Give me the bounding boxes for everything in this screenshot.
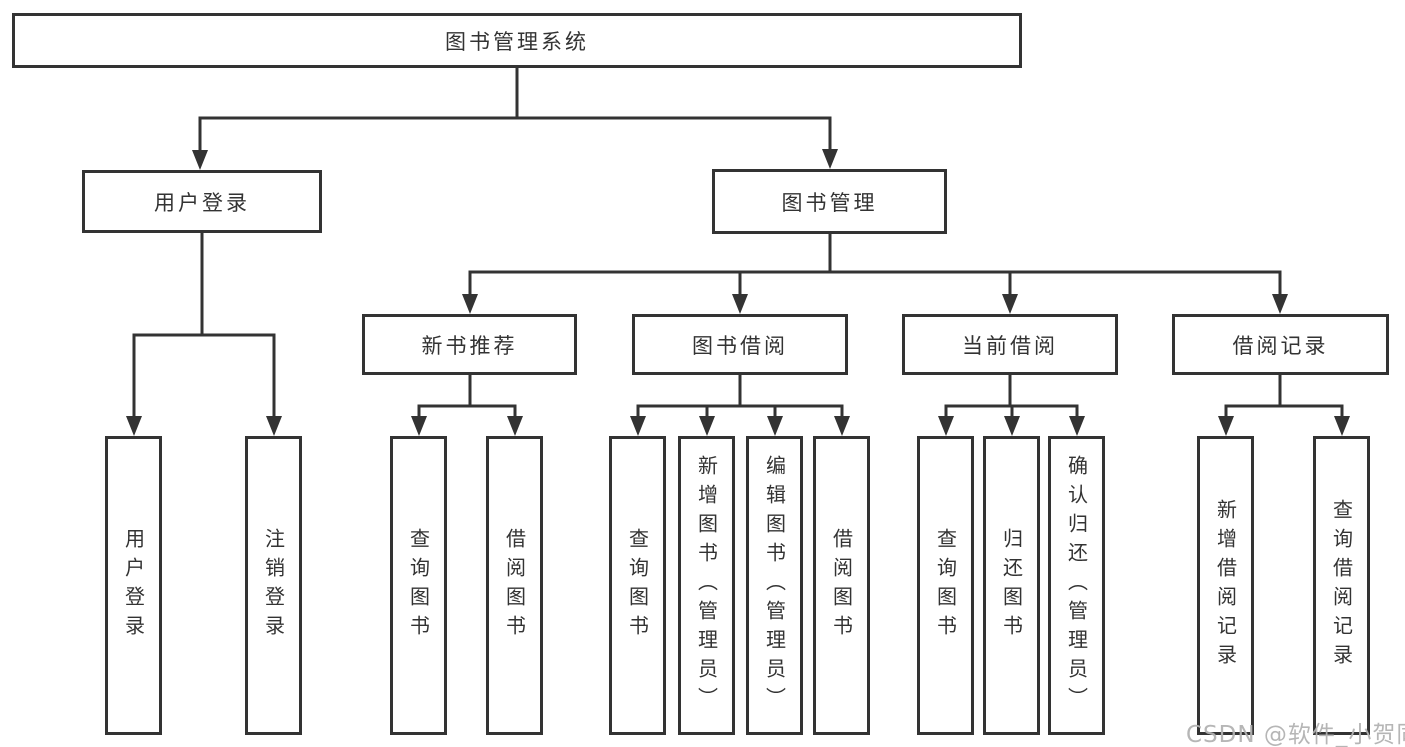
node-new-book-recommend: 新书推荐	[362, 314, 577, 375]
leaf-confirm-return-admin: 确认归还（管理员）	[1048, 436, 1105, 735]
leaf-add-book-admin: 新增图书（管理员）	[678, 436, 735, 735]
leaf-query-books-current-label: 查询图书	[933, 527, 958, 644]
leaf-borrow-books-borrowing: 借阅图书	[813, 436, 870, 735]
leaf-add-borrow-record-label: 新增借阅记录	[1213, 498, 1238, 673]
node-root-system: 图书管理系统	[12, 13, 1022, 68]
leaf-user-login: 用户登录	[105, 436, 162, 735]
leaf-confirm-return-admin-label: 确认归还（管理员）	[1064, 455, 1089, 716]
leaf-return-books: 归还图书	[983, 436, 1040, 735]
csdn-watermark: CSDN @软件_小贺同学	[1186, 722, 1405, 747]
leaf-borrow-books-recommend-label: 借阅图书	[502, 527, 527, 644]
node-book-borrowing-label: 图书借阅	[692, 333, 788, 358]
connector-stems	[132, 66, 1344, 422]
node-book-management-label: 图书管理	[781, 190, 878, 215]
leaf-query-books-recommend: 查询图书	[390, 436, 447, 735]
leaf-query-books-borrowing-label: 查询图书	[625, 527, 650, 644]
leaf-borrow-books-recommend: 借阅图书	[486, 436, 543, 735]
node-root-label: 图书管理系统	[445, 29, 589, 54]
leaf-logout: 注销登录	[245, 436, 302, 735]
node-book-borrowing: 图书借阅	[632, 314, 848, 375]
leaf-query-books-recommend-label: 查询图书	[406, 527, 431, 644]
arrowheads	[126, 149, 1350, 436]
leaf-borrow-books-borrowing-label: 借阅图书	[829, 527, 854, 644]
leaf-user-login-label: 用户登录	[121, 527, 146, 644]
leaf-edit-book-admin: 编辑图书（管理员）	[746, 436, 803, 735]
node-borrow-records: 借阅记录	[1172, 314, 1389, 375]
leaf-add-borrow-record: 新增借阅记录	[1197, 436, 1254, 735]
node-borrow-records-label: 借阅记录	[1232, 333, 1329, 358]
node-book-management: 图书管理	[712, 169, 947, 234]
node-current-borrowing: 当前借阅	[902, 314, 1118, 375]
leaf-add-book-admin-label: 新增图书（管理员）	[694, 455, 719, 716]
node-user-login-label: 用户登录	[154, 190, 250, 215]
leaf-query-borrow-record: 查询借阅记录	[1313, 436, 1370, 735]
node-user-login: 用户登录	[82, 170, 322, 233]
leaf-query-books-borrowing: 查询图书	[609, 436, 666, 735]
node-current-borrowing-label: 当前借阅	[962, 333, 1058, 358]
leaf-return-books-label: 归还图书	[999, 527, 1024, 644]
leaf-query-borrow-record-label: 查询借阅记录	[1329, 498, 1354, 673]
leaf-query-books-current: 查询图书	[917, 436, 974, 735]
node-new-book-recommend-label: 新书推荐	[421, 333, 518, 358]
leaf-edit-book-admin-label: 编辑图书（管理员）	[762, 455, 787, 716]
leaf-logout-label: 注销登录	[261, 527, 286, 644]
